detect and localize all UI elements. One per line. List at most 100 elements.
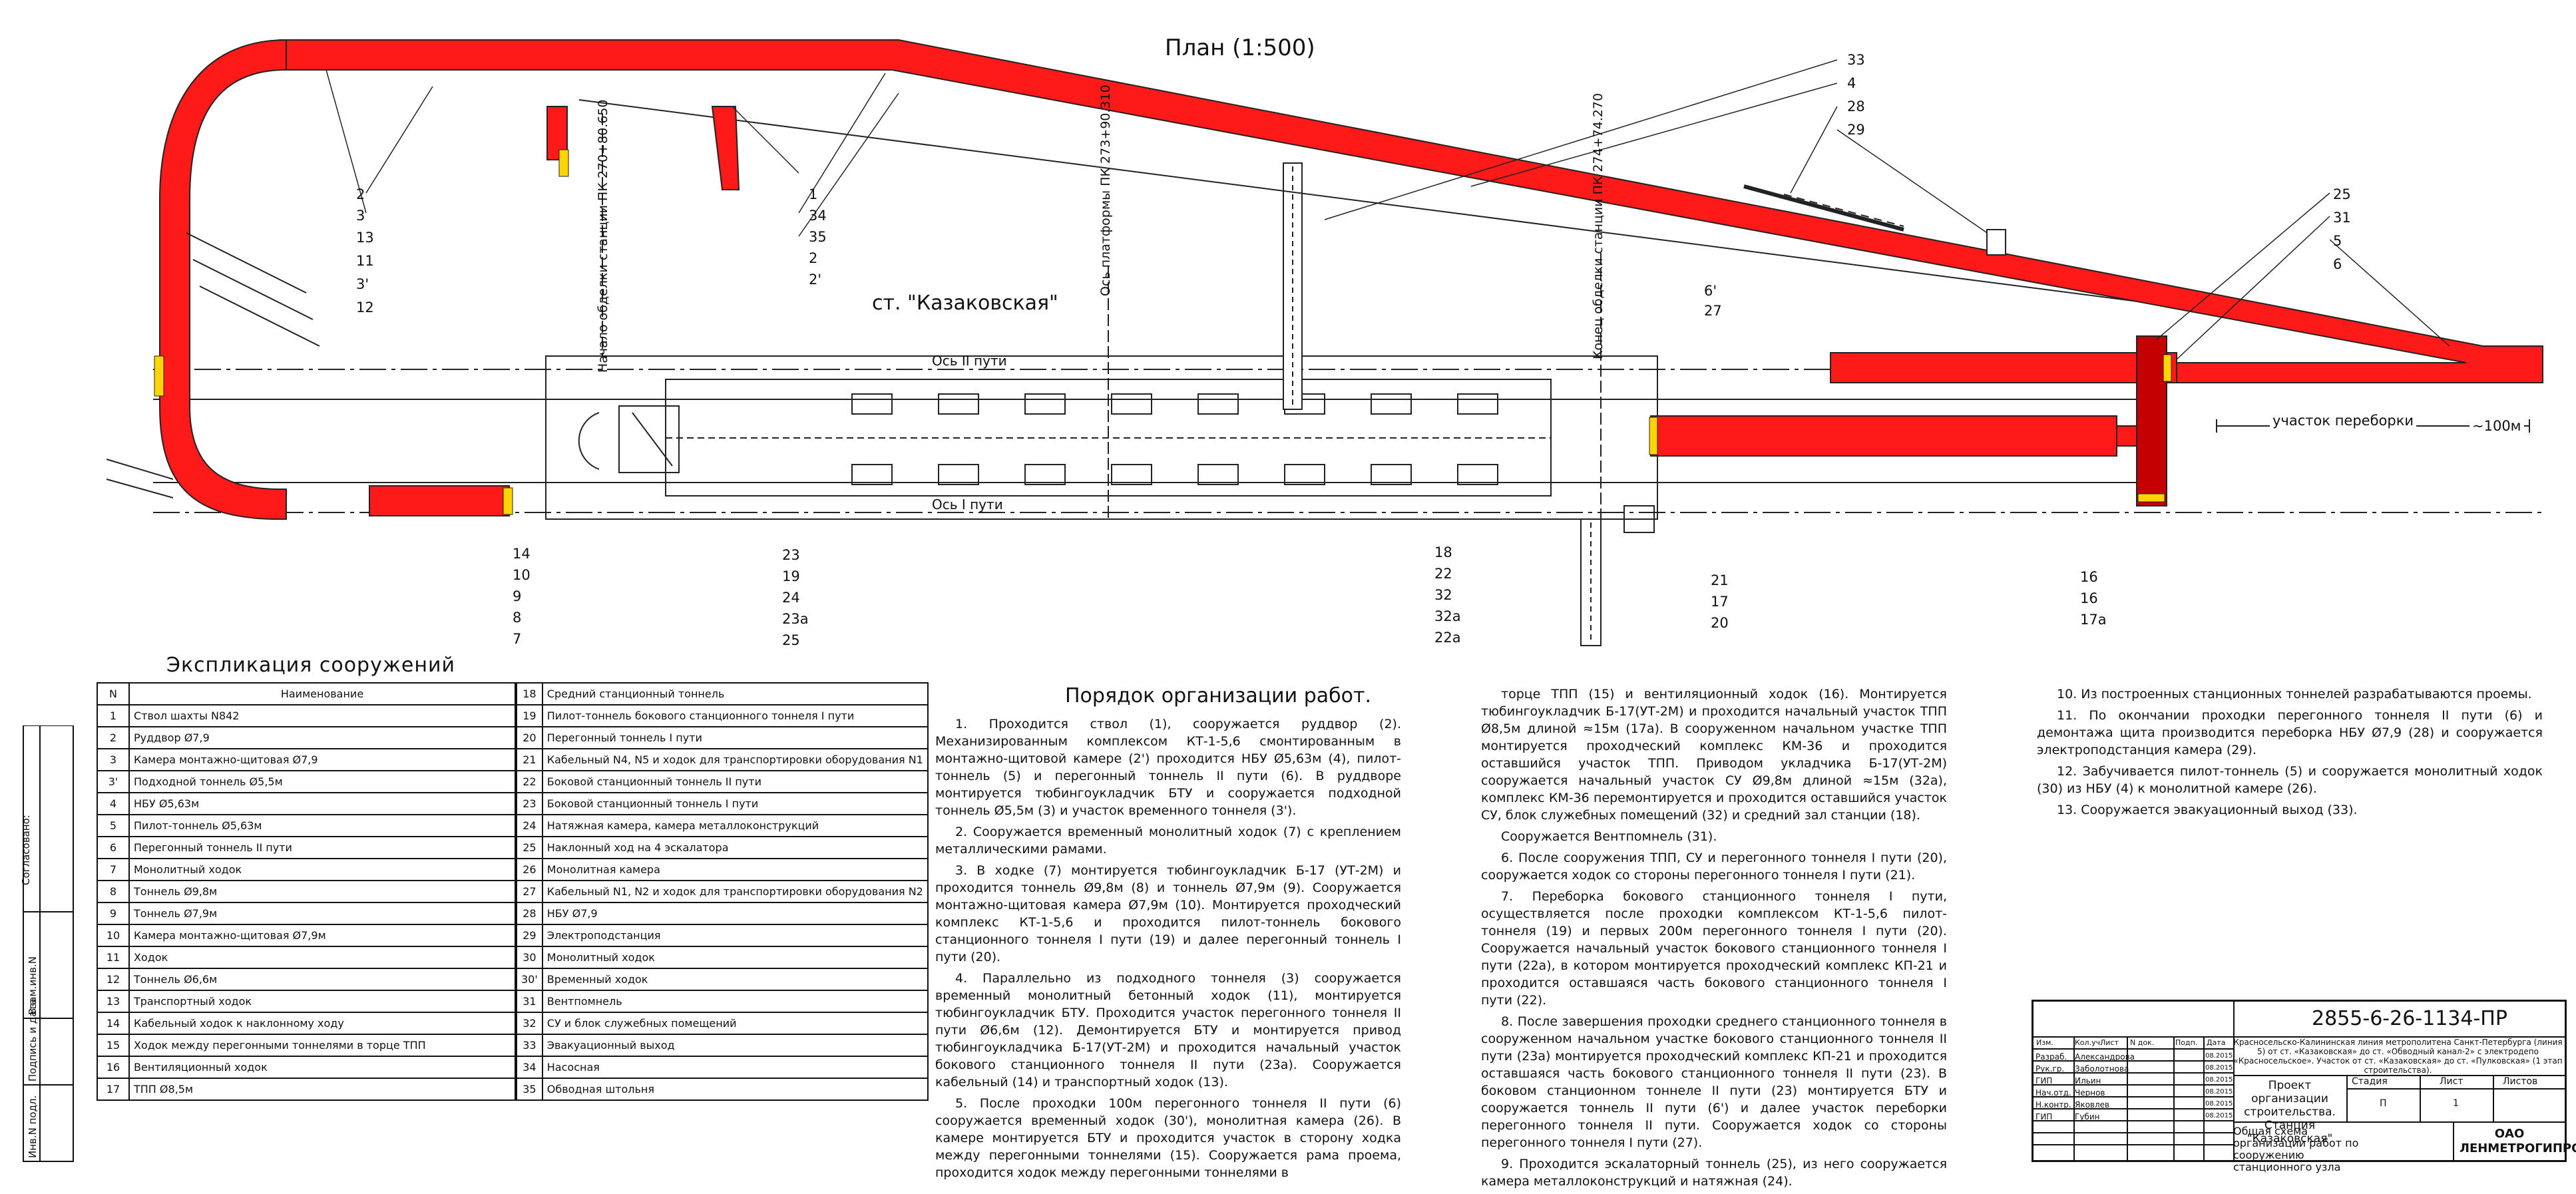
works-paragraph: 2. Сооружается временный монолитный ходо… — [935, 825, 1401, 857]
legend-row-name: Транспортный ходок — [128, 990, 516, 1013]
legend-row-name: Вентиляционный ходок — [128, 1056, 516, 1079]
station-niches — [851, 393, 1498, 485]
stamp-date: 08.2015 — [2205, 1064, 2233, 1072]
legend-row: 3'Подходной тоннель Ø5,5м — [97, 770, 516, 793]
hdr-kol: Кол.уч. — [2075, 1038, 2103, 1047]
legend-col-n: N — [97, 682, 130, 705]
callout-6: 6 — [2333, 256, 2342, 272]
stage-header: Стадия — [2352, 1076, 2388, 1087]
legend-row-name: Монолитный ходок — [128, 858, 516, 881]
callout-23: 23 — [782, 547, 800, 563]
works-paragraph: 4. Параллельно из подходного тоннеля (3)… — [935, 971, 1401, 1090]
legend-row-name: Наклонный ход на 4 эскалатора — [541, 836, 929, 859]
legend-row-name: Руддвор Ø7,9 — [128, 726, 516, 749]
callout-16b: 16 — [2080, 590, 2098, 606]
legend-row-name: Боковой станционный тоннель I пути — [541, 792, 929, 815]
legend-row-name: Кабельный ходок к наклонному ходу — [128, 1012, 516, 1035]
callout-25r: 25 — [2333, 186, 2351, 202]
legend-row-number: 34 — [516, 1056, 543, 1079]
stamp-name: Александрова — [2075, 1052, 2135, 1062]
legend-row-number: 26 — [516, 858, 543, 881]
hdr-data: Дата — [2207, 1038, 2226, 1047]
works-column-2: торце ТПП (15) и вентиляционный ходок (1… — [1481, 686, 1947, 1194]
stamp-name: Губин — [2075, 1112, 2100, 1121]
works-paragraph: 10. Из построенных станционных тоннелей … — [2057, 687, 2532, 701]
legend-row-name: Ходок между перегонными тоннелями в торц… — [128, 1034, 516, 1057]
legend-row-name: НБУ Ø7,9 — [541, 902, 929, 925]
stamp-date: 08.2015 — [2205, 1076, 2233, 1084]
legend-row-number: 3' — [97, 770, 130, 793]
legend-row-name: Монолитная камера — [541, 858, 929, 881]
callout-9: 9 — [513, 588, 522, 604]
callout-29: 29 — [1847, 122, 1865, 138]
legend-row-name: Тоннель Ø7,9м — [128, 902, 516, 925]
legend-row-number: 33 — [516, 1034, 543, 1057]
callout-14: 14 — [513, 546, 531, 562]
works-paragraph: Сооружается Вентпомнель (31). — [1501, 829, 1717, 844]
vent-shaft — [1283, 162, 1303, 410]
works-paragraph: 11. По окончании проходки перегонного то… — [2037, 708, 2543, 757]
works-paragraph: 5. После проходки 100м перегонного тонне… — [935, 1096, 1401, 1180]
legend-row-number: 1 — [97, 704, 130, 727]
legend-row-number: 16 — [97, 1056, 130, 1079]
legend-row-number: 13 — [97, 990, 130, 1013]
legend-row-number: 2 — [97, 726, 130, 749]
legend-row-name: Пилот-тоннель Ø5,63м — [128, 814, 516, 837]
legend-row-number: 22 — [516, 770, 543, 793]
legend-row-number: 27 — [516, 880, 543, 903]
project-name: Проект организации строительства. Станци… — [2244, 1079, 2336, 1145]
legend-col-name: Наименование — [128, 682, 516, 705]
legend-row-number: 28 — [516, 902, 543, 925]
callout-18: 18 — [1434, 544, 1452, 560]
callout-31: 31 — [2333, 210, 2351, 226]
legend-row-name: Кабельный N1, N2 и ходок для транспортир… — [541, 880, 929, 903]
legend-row-number: 7 — [97, 858, 130, 881]
callout-28: 28 — [1847, 99, 1865, 114]
callout-3p: 3' — [356, 276, 369, 292]
callout-21: 21 — [1711, 572, 1729, 588]
legend-row-number: 6 — [97, 836, 130, 859]
callout-22a: 22a — [1434, 630, 1461, 646]
callout-2m: 2 — [809, 250, 818, 266]
legend-row-number: 5 — [97, 814, 130, 837]
legend-row-number: 19 — [516, 704, 543, 727]
callout-35: 35 — [809, 229, 827, 245]
stamp-name: Чернов — [2075, 1088, 2105, 1097]
callout-1: 1 — [809, 186, 818, 202]
legend-row-number: 8 — [97, 880, 130, 903]
legend-row-name: Ствол шахты N842 — [128, 704, 516, 727]
stamp-role: Разраб. — [2036, 1052, 2067, 1062]
sheets-header: Листов — [2503, 1076, 2538, 1087]
works-paragraph: 7. Переборка бокового станционного тонне… — [1481, 889, 1947, 1008]
legend-row-number: 3 — [97, 748, 130, 771]
legend-row: 30'Временный ходок — [516, 968, 929, 991]
stamp-date: 08.2015 — [2205, 1112, 2233, 1119]
callout-13: 13 — [356, 230, 374, 246]
hdr-izm: Изм. — [2036, 1038, 2053, 1047]
works-paragraph: 13. Сооружается эвакуационный выход (33)… — [2057, 803, 2358, 817]
legend-row-number: 17 — [97, 1078, 130, 1101]
works-title: Порядок организации работ. — [1065, 684, 1371, 707]
callout-23a: 23a — [782, 611, 809, 627]
stamp-role: ГИП — [2036, 1112, 2053, 1121]
legend-row-number: 32 — [516, 1012, 543, 1035]
works-column-1: 1. Проходится ствол (1), сооружается руд… — [935, 715, 1401, 1185]
legend-row-name: Камера монтажно-щитовая Ø7,9 — [128, 748, 516, 771]
sheet-value: 1 — [2453, 1098, 2459, 1109]
works-column-3: 10. Из построенных станционных тоннелей … — [2037, 686, 2543, 823]
legend-row-number: 15 — [97, 1034, 130, 1057]
